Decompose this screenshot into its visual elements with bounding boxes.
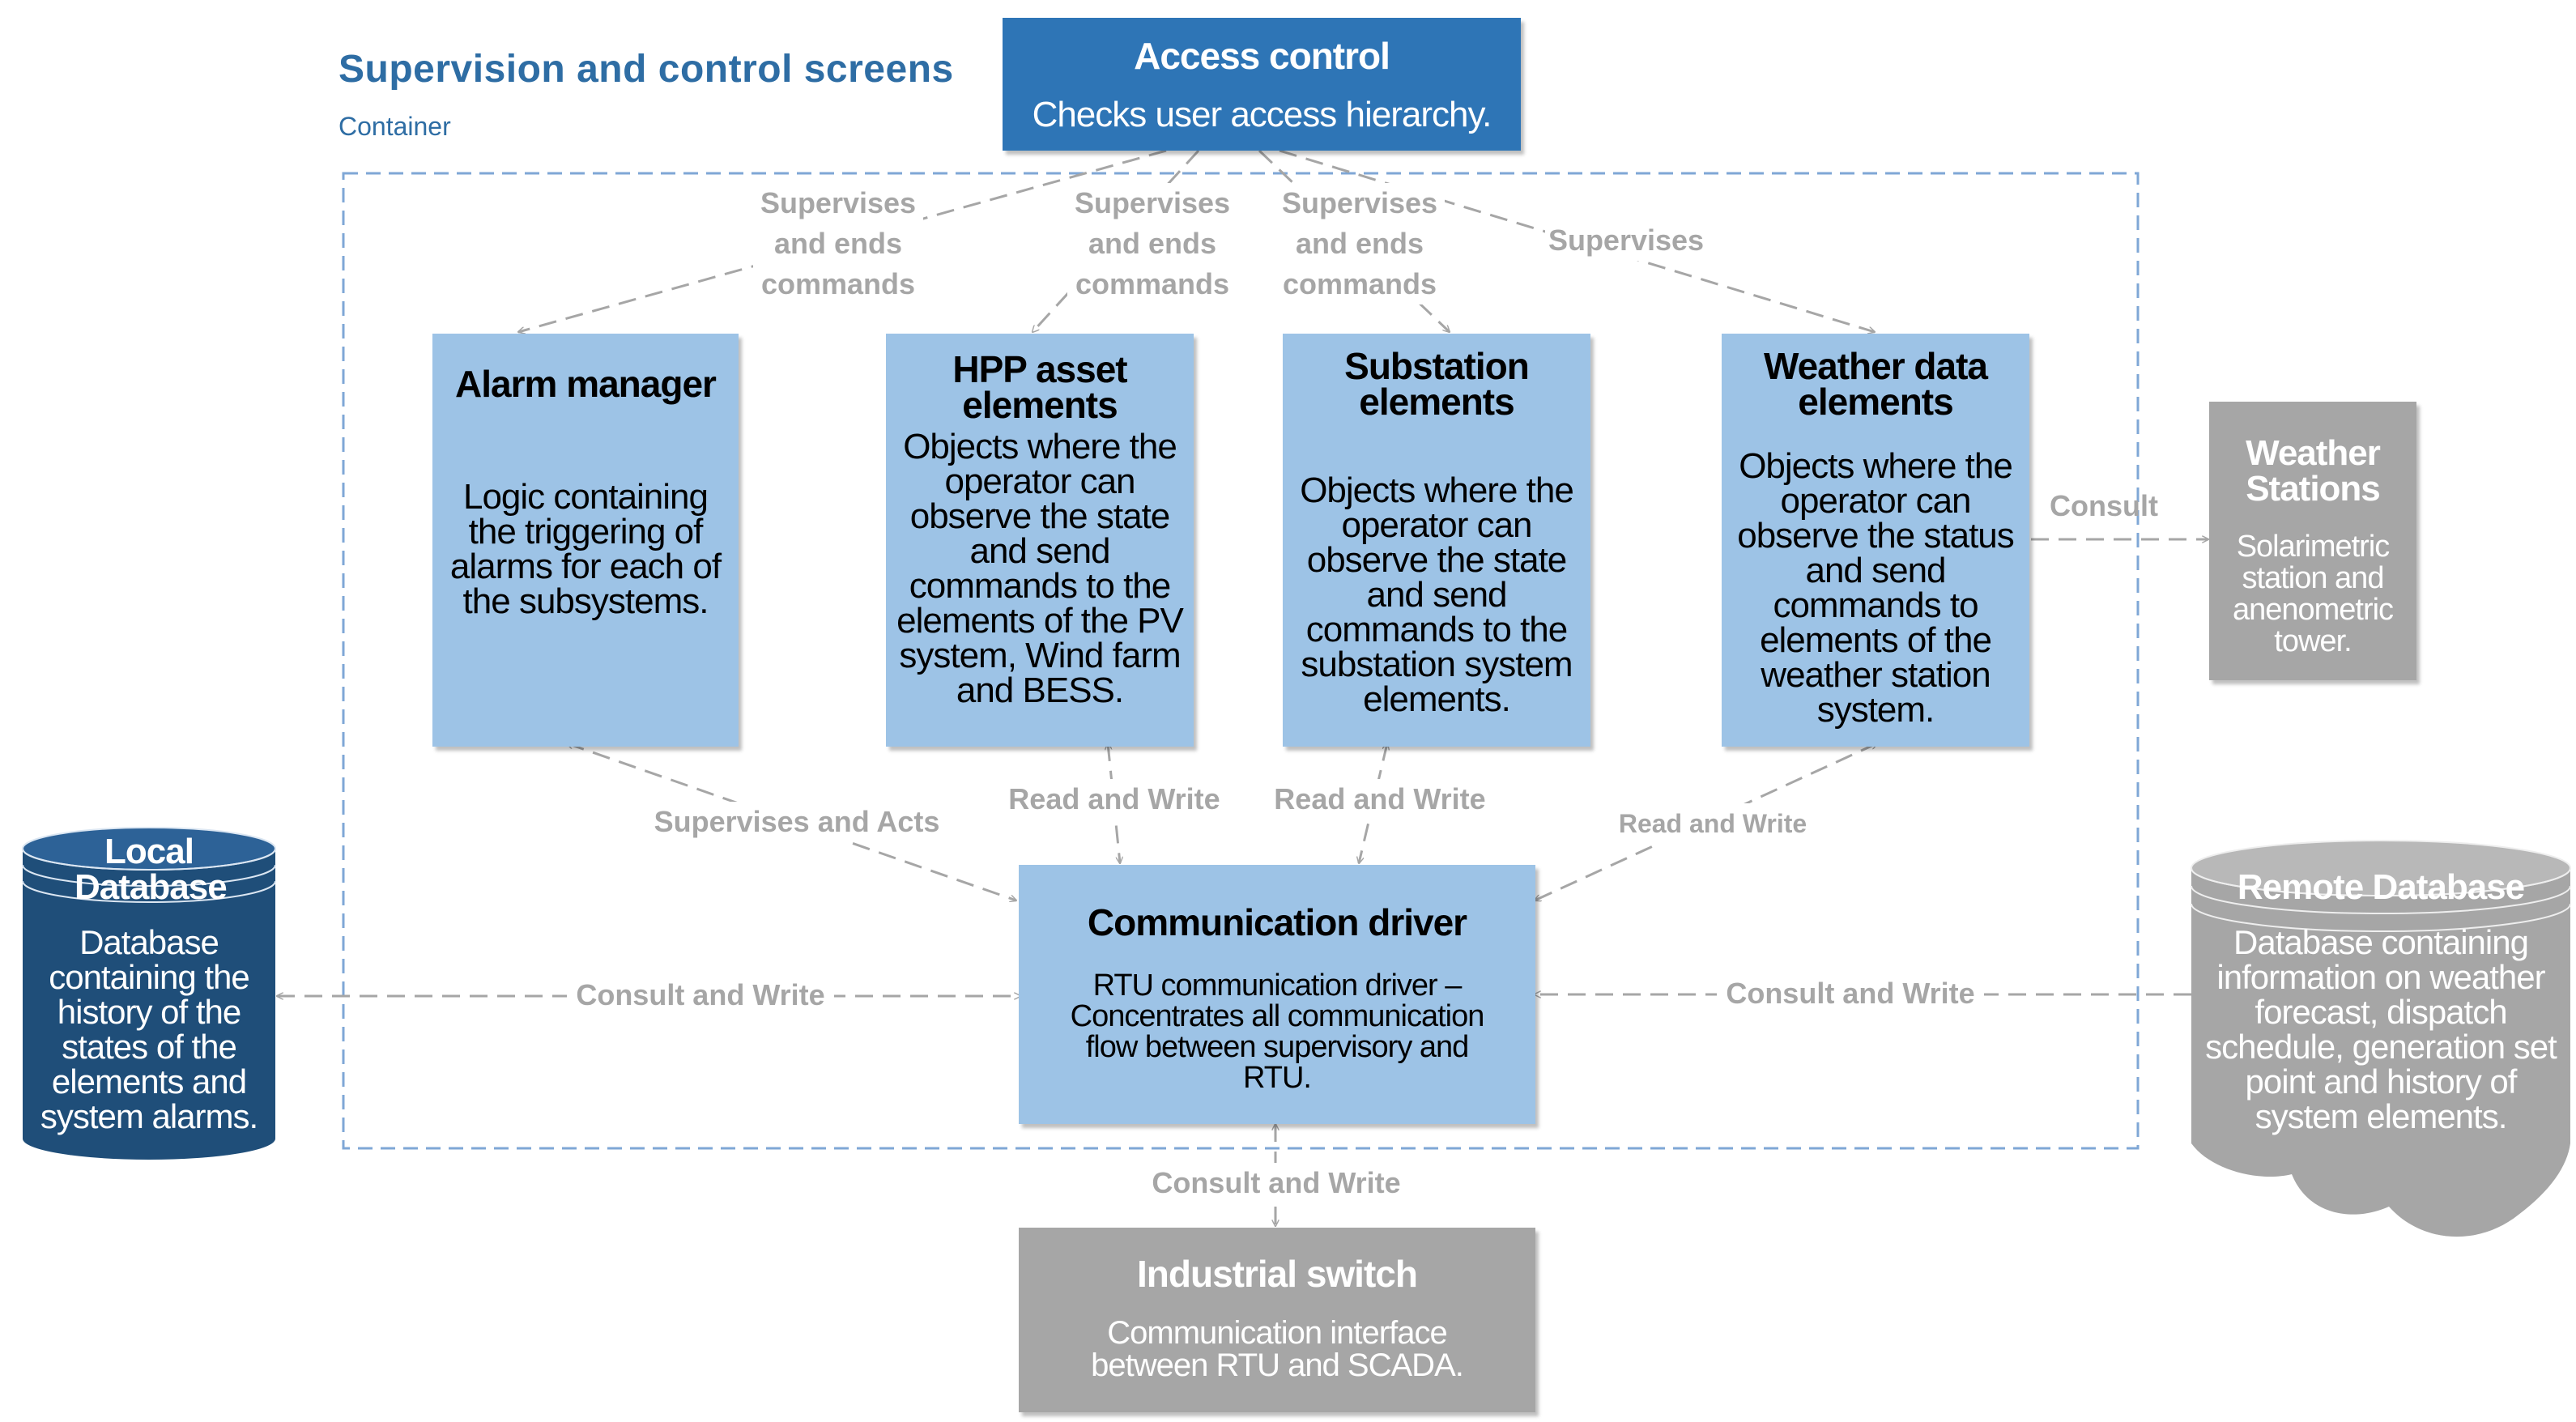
remote-database-shape bbox=[2191, 840, 2571, 1237]
label-sub-driver: Read and Write bbox=[1267, 779, 1493, 820]
label-remotedb-driver: Consult and Write bbox=[1717, 973, 1984, 1014]
communication-driver-desc: RTU communication driver – Concentrates … bbox=[1070, 969, 1485, 1095]
alarm-manager-title: Alarm manager bbox=[455, 363, 717, 405]
industrial-switch-desc: Communication interface between RTU and … bbox=[1091, 1315, 1464, 1383]
diagram-subtitle: Container bbox=[338, 112, 451, 141]
label-hpp-driver: Read and Write bbox=[1001, 779, 1228, 820]
access-control-box: Access control Checks user access hierar… bbox=[1003, 18, 1521, 151]
label-ac-sub: Supervises and ends commands bbox=[1275, 183, 1445, 304]
weather-data-box: Weather data elements Objects where the … bbox=[1722, 334, 2029, 747]
label-weather-driver: Read and Write bbox=[1612, 803, 1814, 844]
alarm-manager-desc: Logic containing the triggering of alarm… bbox=[449, 477, 722, 621]
remote-database-desc: Database containing information on weath… bbox=[2205, 923, 2557, 1135]
substation-desc: Objects where the operator can observe t… bbox=[1300, 470, 1574, 719]
diagram-title: Supervision and control screens bbox=[338, 48, 954, 91]
industrial-switch-box: Industrial switch Communication interfac… bbox=[1019, 1228, 1535, 1412]
substation-box: Substation elements Objects where the op… bbox=[1283, 334, 1590, 747]
communication-driver-box: Communication driver RTU communication d… bbox=[1019, 865, 1535, 1124]
local-database-title: Local Database bbox=[75, 832, 228, 907]
local-database-text: Local Database Database containing the h… bbox=[26, 832, 272, 1135]
container-boundary bbox=[342, 172, 2140, 1150]
label-ac-hpp: Supervises and ends commands bbox=[1067, 183, 1237, 304]
industrial-switch-title: Industrial switch bbox=[1137, 1253, 1418, 1295]
connector-weather-driver bbox=[1535, 743, 1877, 900]
connector-ac-sub bbox=[1258, 149, 1450, 332]
communication-driver-title: Communication driver bbox=[1087, 901, 1467, 943]
label-ac-weather: Supervises bbox=[1545, 220, 1707, 261]
label-driver-switch: Consult and Write bbox=[1139, 1163, 1414, 1203]
local-database-shape bbox=[22, 827, 276, 1160]
weather-stations-title: Weather Stations bbox=[2246, 433, 2381, 509]
label-alarm-driver: Supervises and Acts bbox=[651, 802, 943, 842]
weather-data-desc: Objects where the operator can observe t… bbox=[1737, 446, 2015, 730]
access-control-desc: Checks user access hierarchy. bbox=[1032, 95, 1492, 134]
label-localdb-driver: Consult and Write bbox=[567, 975, 834, 1015]
weather-stations-box: Weather Stations Solarimetric station an… bbox=[2209, 402, 2416, 680]
label-weather-consult: Consult bbox=[2050, 489, 2158, 522]
remote-database-text: Remote Database Database containing info… bbox=[2196, 863, 2565, 1134]
alarm-manager-box: Alarm manager Logic containing the trigg… bbox=[432, 334, 739, 747]
hpp-asset-title: HPP asset elements bbox=[952, 348, 1127, 426]
weather-data-title: Weather data elements bbox=[1763, 345, 1988, 423]
remote-database-title: Remote Database bbox=[2237, 867, 2525, 907]
substation-title: Substation elements bbox=[1344, 345, 1530, 423]
access-control-title: Access control bbox=[1134, 35, 1390, 77]
label-ac-alarm: Supervises and ends commands bbox=[753, 183, 923, 304]
hpp-asset-box: HPP asset elements Objects where the ope… bbox=[886, 334, 1194, 747]
weather-stations-desc: Solarimetric station and anenometric tow… bbox=[2232, 530, 2394, 658]
local-database-desc: Database containing the history of the s… bbox=[40, 923, 258, 1135]
hpp-asset-desc: Objects where the operator can observe t… bbox=[896, 427, 1184, 710]
